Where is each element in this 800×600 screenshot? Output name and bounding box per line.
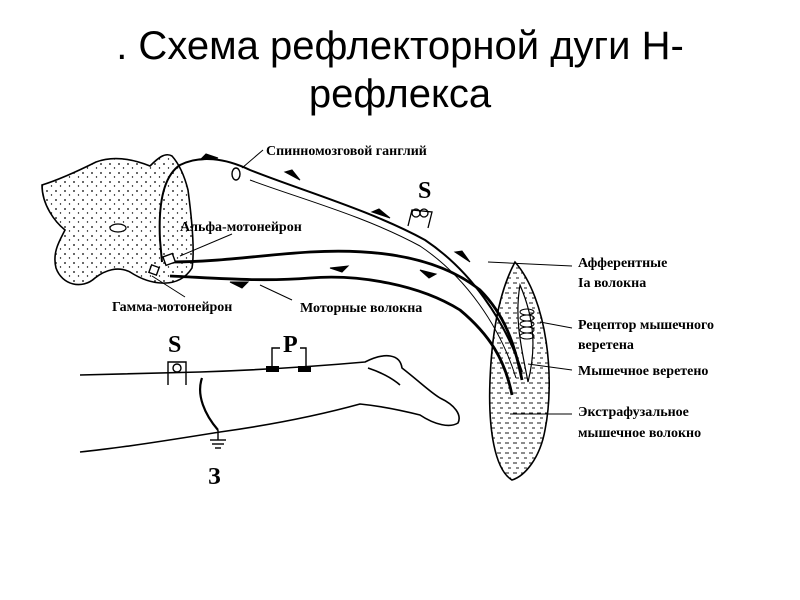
motor-fiber-lower <box>169 274 514 396</box>
spindle-receptor <box>519 308 535 340</box>
slide-title: . Схема рефлекторной дуги Н-рефлекса <box>116 24 684 116</box>
label-stim-top: S <box>418 178 431 204</box>
label-extrafusal-1: Экстрафузальное <box>578 405 689 420</box>
label-afferent-2: Ia волокна <box>578 276 646 291</box>
leg-stimulator <box>167 361 187 385</box>
label-afferent-1: Афферентные <box>578 256 667 271</box>
ground-icon <box>210 430 226 449</box>
direction-arrows <box>198 153 471 289</box>
pointer-lines <box>151 149 573 415</box>
alpha-motoneuron-cell <box>162 252 177 267</box>
gamma-motoneuron-cell <box>147 263 161 277</box>
recording-electrodes <box>266 347 311 372</box>
label-gamma-motoneuron: Гамма-мотонейрон <box>112 300 232 315</box>
ganglion-body <box>231 167 241 181</box>
label-receptor-1: Рецептор мышечного <box>578 318 714 333</box>
label-receptor-2: веретена <box>578 338 634 353</box>
afferent-fiber <box>158 158 523 373</box>
nerve-stimulator <box>407 208 433 229</box>
spinal-cord <box>41 153 194 286</box>
label-muscle-spindle: Мышечное веретено <box>578 364 708 379</box>
label-ground: З <box>208 464 221 490</box>
label-record: P <box>283 332 298 358</box>
label-ganglion: Спинномозговой ганглий <box>266 144 427 159</box>
label-motor-fibers: Моторные волокна <box>300 301 422 316</box>
ground-electrode <box>199 377 219 431</box>
muscle <box>488 260 550 481</box>
leg-outline <box>79 355 460 453</box>
label-extrafusal-2: мышечное волокно <box>578 426 701 441</box>
label-alpha-motoneuron: Альфа-мотонейрон <box>180 220 302 235</box>
central-canal <box>109 223 127 233</box>
label-stim-leg: S <box>168 332 181 358</box>
